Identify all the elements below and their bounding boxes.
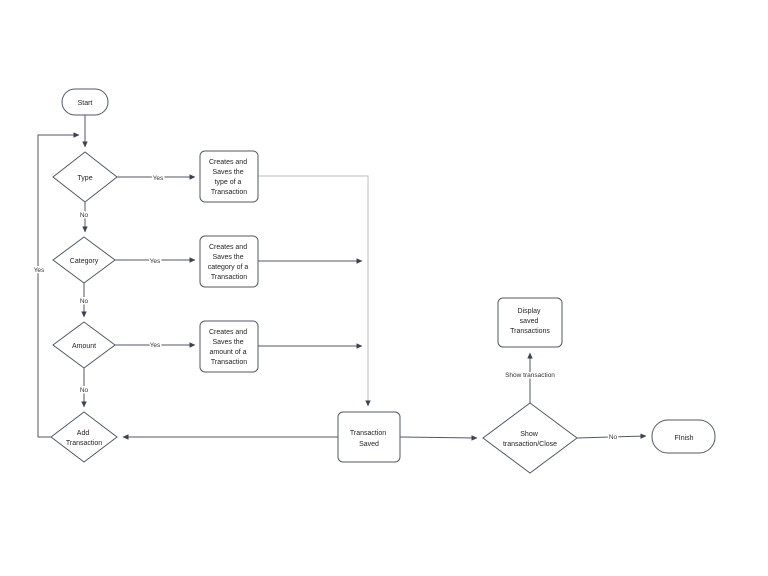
- start-node: Start: [61, 88, 109, 116]
- add-transaction-decision-label: Add Transaction: [66, 430, 102, 447]
- show-close-decision-shape: [482, 402, 578, 474]
- edge-saved-to-show: [399, 435, 478, 441]
- edge-label-close-no: No: [609, 434, 618, 441]
- type-decision-node: Type: [52, 151, 118, 203]
- edges: [37, 115, 647, 441]
- box-category-node: Creates and Saves the category of a Tran…: [199, 235, 259, 288]
- add-transaction-decision-node: Add Transaction: [50, 411, 118, 463]
- edge-label-show-transaction: Show transaction: [505, 372, 555, 379]
- category-decision-node: Category: [52, 236, 116, 284]
- category-decision-label: Category: [70, 258, 99, 265]
- transaction-saved-shape: [337, 411, 401, 463]
- box-amount-shape: [199, 320, 259, 373]
- edge-label-category-yes: Yes: [150, 258, 161, 265]
- show-close-decision-node: Show transaction/Close: [482, 402, 578, 474]
- amount-decision-node: Amount: [52, 321, 116, 369]
- edge-label-amount-yes: Yes: [150, 342, 161, 349]
- nodes: Start Type Creates and Saves the type of…: [50, 88, 716, 474]
- edge-label-type-yes: Yes: [153, 175, 164, 182]
- category-decision-shape: [52, 236, 116, 284]
- finish-node: FInish: [651, 419, 716, 454]
- edge-label-loop-yes: Yes: [34, 267, 45, 274]
- box-amount-node: Creates and Saves the amount of a Transa…: [199, 320, 259, 373]
- box-category-label: Creates and Saves the category of a Tran…: [208, 244, 250, 281]
- display-saved-node: Display saved Transactions: [497, 297, 563, 348]
- start-shape: [61, 88, 109, 116]
- edge-labels: Yes No Yes No Yes No Yes Show transactio…: [32, 174, 619, 443]
- box-type-shape: [199, 150, 259, 203]
- type-decision-label: Type: [77, 175, 92, 182]
- finish-shape: [651, 419, 716, 454]
- edge-label-amount-no: No: [80, 387, 89, 394]
- show-close-decision-label: Show transaction/Close: [503, 431, 557, 448]
- finish-label: FInish: [674, 435, 693, 442]
- box-amount-label: Creates and Saves the amount of a Transa…: [209, 329, 249, 366]
- edge-label-type-no: No: [80, 212, 89, 219]
- edge-show-to-finish: [576, 433, 647, 439]
- start-label: Start: [78, 100, 93, 107]
- box-type-node: Creates and Saves the type of a Transact…: [199, 150, 259, 203]
- display-saved-shape: [497, 297, 563, 348]
- box-type-label: Creates and Saves the type of a Transact…: [209, 159, 249, 196]
- edge-loop-add-to-type: [37, 132, 80, 438]
- transaction-saved-node: Transaction Saved: [337, 411, 401, 463]
- add-transaction-decision-shape: [50, 411, 118, 463]
- amount-decision-shape: [52, 321, 116, 369]
- display-saved-label: Display saved Transactions: [510, 308, 550, 335]
- edge-label-category-no: No: [80, 298, 89, 305]
- transaction-saved-label: Transaction Saved: [350, 430, 388, 448]
- box-category-shape: [199, 235, 259, 288]
- type-decision-shape: [52, 151, 118, 203]
- edge-boxtype-to-saved: [258, 175, 371, 407]
- amount-decision-label: Amount: [72, 343, 96, 350]
